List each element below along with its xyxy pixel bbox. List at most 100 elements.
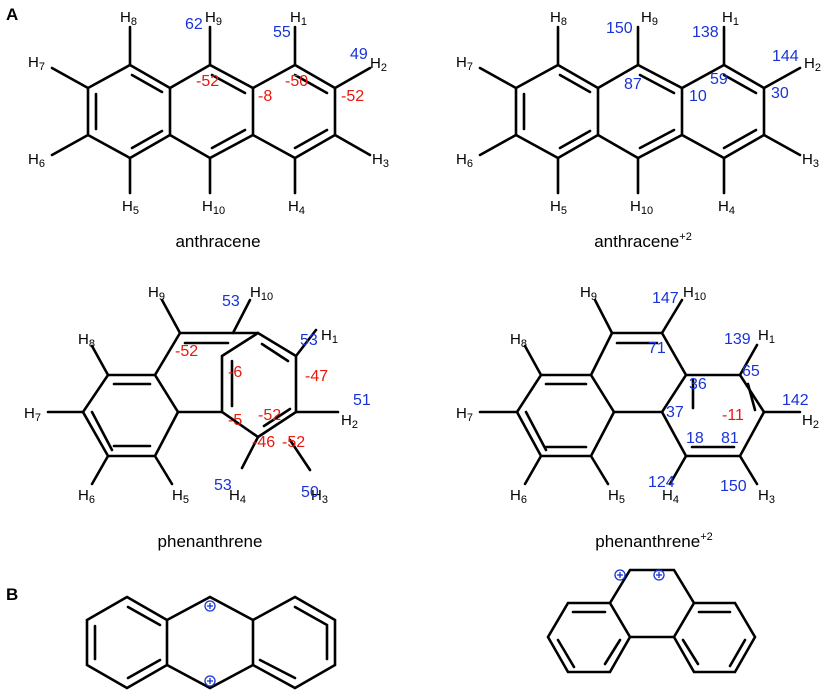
charge-plus-icon: [653, 569, 665, 581]
blue-value: 142: [782, 392, 809, 409]
structure-anthracene-dication: H8 H9 H1 H2 H7 H6 H3 H5 H10 H4 150 138 1…: [456, 9, 821, 251]
blue-value: 81: [721, 430, 739, 447]
blue-value: 49: [350, 46, 368, 63]
blue-value: 51: [353, 392, 371, 409]
blue-value: 53: [222, 293, 240, 310]
molecule-caption: phenanthrene+2: [595, 531, 712, 551]
molecule-caption: phenanthrene: [158, 532, 263, 551]
red-values: -52 -6 -47 -5 -52 -46 -52: [175, 343, 328, 451]
h-label: H5: [550, 198, 567, 217]
h-label: H8: [510, 331, 527, 350]
blue-value: 62: [185, 16, 203, 33]
blue-value: 18: [686, 430, 704, 447]
blue-value: 59: [710, 71, 728, 88]
h-label: H1: [321, 327, 338, 346]
structure-anthracene-dication-resonance: [85, 595, 337, 690]
h-label: H2: [341, 412, 358, 431]
blue-value: 50: [301, 484, 319, 501]
red-values: -11: [722, 407, 744, 424]
bonds: [46, 298, 340, 486]
h-label: H4: [229, 487, 246, 506]
blue-value: 37: [666, 404, 684, 421]
h-label: H7: [24, 405, 41, 424]
blue-value: 36: [689, 376, 707, 393]
molecule-caption: anthracene+2: [594, 231, 692, 251]
hydrogen-labels: H8 H9 H1 H2 H7 H6 H3 H5 H10 H4: [28, 9, 389, 217]
blue-value: 139: [724, 331, 751, 348]
h-label: H8: [550, 9, 567, 28]
blue-value: 71: [648, 340, 666, 357]
molecule-caption: anthracene: [175, 232, 260, 251]
h-label: H2: [802, 412, 819, 431]
blue-values: 147 71 139 65 36 142 37 18 81 124 150: [648, 290, 809, 495]
h-label: H10: [630, 198, 653, 217]
h-label: H6: [28, 151, 45, 170]
red-value: -52: [341, 88, 364, 105]
structure-anthracene: H8 H9 H1 H2 H7 H6 H3 H5 H10 H4 -52 -8 -5…: [28, 9, 389, 251]
bonds: [50, 25, 372, 195]
red-value: -52: [175, 343, 198, 360]
red-value: -50: [285, 73, 308, 90]
bonds: [478, 298, 802, 486]
h-label: H3: [372, 151, 389, 170]
blue-value: 87: [624, 76, 642, 93]
h-label: H8: [78, 331, 95, 350]
h-label: H6: [78, 487, 95, 506]
charge-plus-icon: [614, 569, 626, 581]
red-value: -11: [722, 407, 744, 424]
blue-value: 144: [772, 48, 799, 65]
hydrogen-labels: H9 H10 H8 H1 H7 H2 H6 H5 H4 H3: [24, 284, 358, 506]
red-value: -5: [228, 412, 242, 429]
red-value: -52: [282, 434, 305, 451]
blue-values: 62 55 49: [185, 16, 368, 63]
h-label: H3: [311, 487, 328, 506]
blue-value: 30: [771, 85, 789, 102]
charge-plus-icon: [204, 600, 216, 612]
panel-label-b: B: [6, 585, 18, 604]
h-label: H9: [205, 9, 222, 28]
blue-value: 138: [692, 24, 719, 41]
h-label: H2: [804, 55, 821, 74]
charge-plus-icon: [204, 675, 216, 687]
h-label: H7: [456, 54, 473, 73]
blue-values: 150 138 144 87 59 10 30: [606, 20, 799, 105]
red-value: -47: [305, 368, 328, 385]
blue-value: 53: [214, 477, 232, 494]
blue-value: 150: [606, 20, 633, 37]
hydrogen-labels: H9 H10 H8 H1 H7 H2 H6 H5 H4 H3: [456, 284, 819, 506]
structure-phenanthrene-dication: H9 H10 H8 H1 H7 H2 H6 H5 H4 H3 -11 147 7…: [456, 284, 819, 551]
h-label: H1: [722, 9, 739, 28]
bonds: [478, 25, 802, 195]
h-label: H1: [290, 9, 307, 28]
h-label: H5: [172, 487, 189, 506]
h-label: H3: [802, 151, 819, 170]
h-label: H4: [718, 198, 735, 217]
h-label: H2: [370, 55, 387, 74]
h-label: H10: [202, 198, 225, 217]
blue-values: 53 53 51 53 50: [214, 293, 371, 501]
h-label: H9: [148, 284, 165, 303]
h-label: H7: [28, 54, 45, 73]
red-value: -8: [258, 88, 272, 105]
h-label: H1: [758, 327, 775, 346]
blue-value: 150: [720, 478, 747, 495]
h-label: H4: [662, 487, 679, 506]
blue-value: 147: [652, 290, 679, 307]
blue-value: 10: [689, 88, 707, 105]
blue-value: 53: [300, 332, 318, 349]
h-label: H9: [580, 284, 597, 303]
structure-phenanthrene-dication-resonance: [546, 568, 757, 674]
blue-value: 124: [648, 474, 675, 491]
h-label: H6: [456, 151, 473, 170]
red-values: -52 -8 -50 -52: [196, 73, 364, 105]
panel-label-a: A: [6, 5, 18, 24]
h-label: H10: [683, 284, 706, 303]
red-value: -52: [196, 73, 219, 90]
h-label: H7: [456, 405, 473, 424]
structure-phenanthrene: H9 H10 H8 H1 H7 H2 H6 H5 H4 H3 -52 -6 -4…: [24, 284, 371, 551]
red-value: -52: [258, 407, 281, 424]
h-label: H9: [641, 9, 658, 28]
blue-value: 55: [273, 24, 291, 41]
h-label: H3: [758, 487, 775, 506]
